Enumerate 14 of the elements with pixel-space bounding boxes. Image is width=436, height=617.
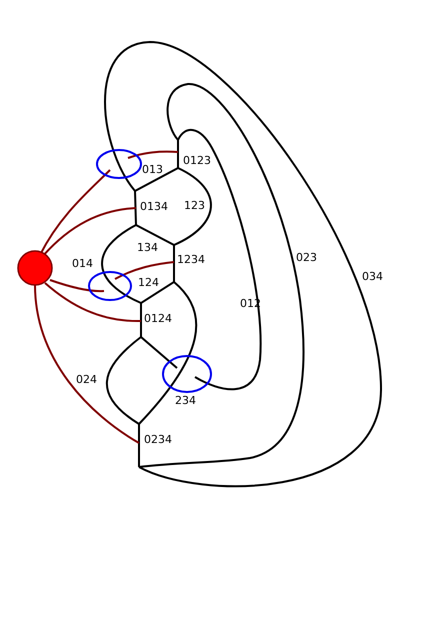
face-label: 0134 — [140, 200, 168, 213]
face-label: 0234 — [144, 433, 172, 446]
face-label: 123 — [184, 199, 205, 212]
face-label: 024 — [76, 373, 97, 386]
face-label: 034 — [362, 270, 383, 283]
face-label: 013 — [142, 163, 163, 176]
face-label: 124 — [138, 276, 159, 289]
face-label: 023 — [296, 251, 317, 264]
face-label: 134 — [137, 241, 158, 254]
face-label: 234 — [175, 394, 196, 407]
face-label: 1234 — [177, 253, 205, 266]
face-label: 0123 — [183, 154, 211, 167]
face-label: 014 — [72, 257, 93, 270]
face-label: 0124 — [144, 312, 172, 325]
